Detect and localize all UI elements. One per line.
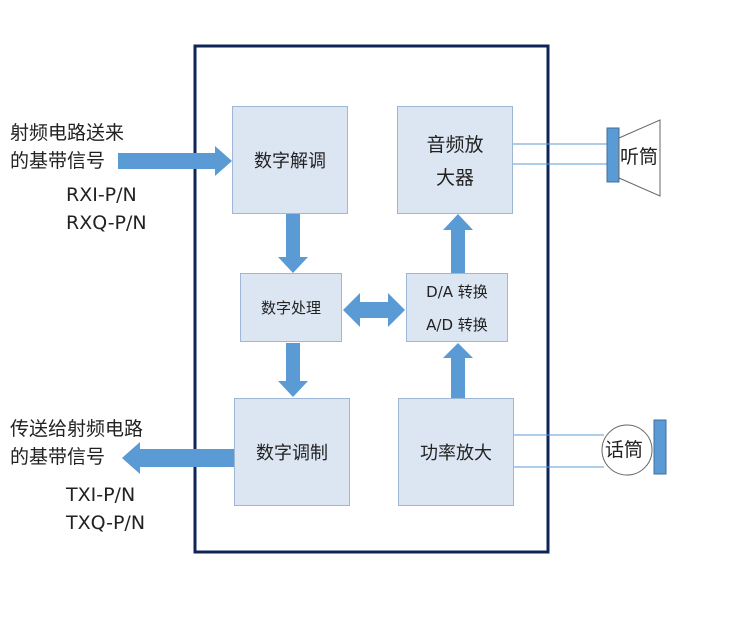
- power-amp-to-ad-arrow: [443, 343, 473, 398]
- da-label: D/A 转换: [426, 282, 488, 301]
- converter-block: D/A 转换 A/D 转换: [406, 273, 508, 342]
- chip-frame: [193, 44, 550, 554]
- demod-block: 数字解调: [232, 106, 348, 214]
- output-signal-1: TXI-P/N: [66, 484, 136, 506]
- earpiece-icon: [606, 127, 620, 183]
- microphone-label: 话筒: [605, 439, 644, 461]
- input-desc-line1: 射频电路送来: [10, 122, 125, 144]
- power-amp-block: 功率放大: [398, 398, 514, 506]
- da-to-audio-amp-arrow: [443, 214, 473, 273]
- demod-label: 数字解调: [254, 151, 326, 172]
- microphone-bar-icon: [653, 419, 667, 475]
- output-desc-line1: 传送给射频电路: [10, 418, 144, 440]
- input-signal-1: RXI-P/N: [66, 184, 137, 206]
- processing-block: 数字处理: [240, 273, 342, 342]
- output-desc-line2: 的基带信号: [10, 446, 106, 468]
- earpiece-label: 听筒: [620, 146, 659, 168]
- output-signal-2: TXQ-P/N: [66, 512, 146, 534]
- ad-label: A/D 转换: [426, 315, 488, 334]
- audio-amp-block: 音频放 大器: [397, 106, 513, 214]
- audio-amp-label-line2: 大器: [435, 167, 474, 189]
- output-arrow: [122, 442, 234, 474]
- microphone-icon: [601, 424, 653, 476]
- input-desc-line2: 的基带信号: [10, 150, 106, 172]
- audio-amp-label-line1: 音频放: [426, 134, 484, 156]
- input-signal-2: RXQ-P/N: [66, 212, 147, 234]
- processing-label: 数字处理: [260, 299, 321, 317]
- demod-to-processing-arrow: [278, 214, 308, 273]
- input-arrow: [118, 146, 232, 176]
- mod-label: 数字调制: [256, 443, 328, 464]
- mod-block: 数字调制: [234, 398, 350, 506]
- processing-to-mod-arrow: [278, 343, 308, 397]
- bidirectional-arrow: [343, 293, 405, 327]
- earpiece-horn-icon: [618, 119, 661, 197]
- power-amp-label: 功率放大: [420, 443, 492, 464]
